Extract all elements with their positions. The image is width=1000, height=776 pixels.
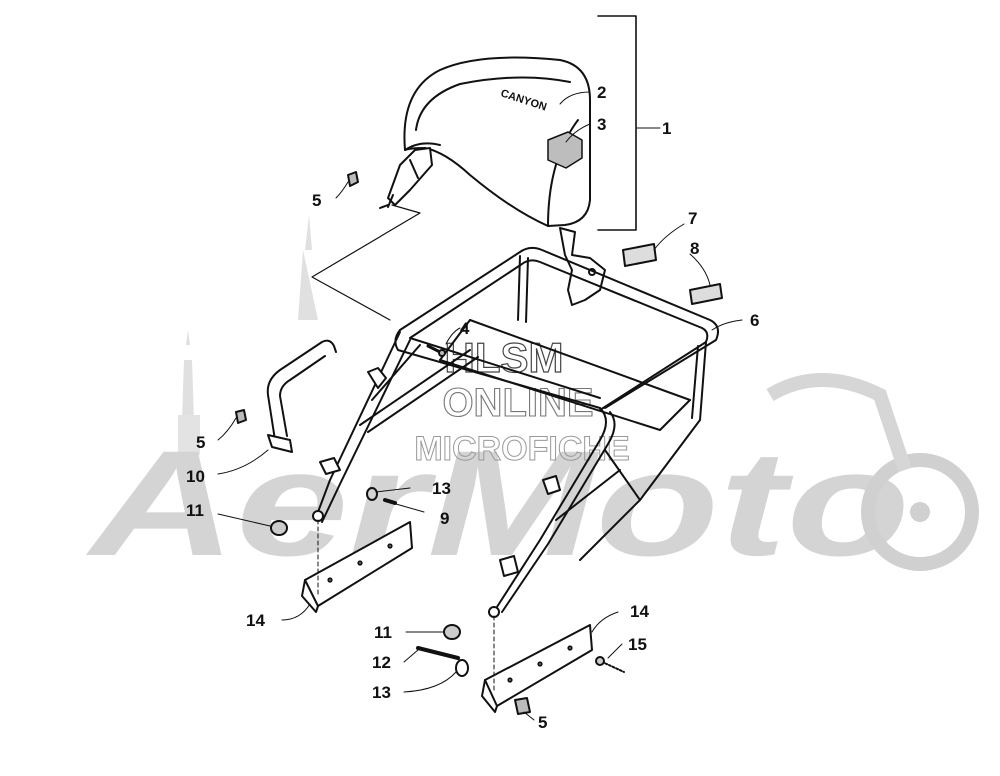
callout-11-left: 11 [186, 501, 204, 520]
callout-1: 1 [662, 119, 671, 138]
mount-plate-left [301, 521, 413, 613]
decal-3 [547, 131, 583, 169]
rack-frame [312, 246, 719, 618]
callout-14-right: 14 [630, 602, 649, 621]
callout-9: 9 [440, 509, 449, 528]
callout-6: 6 [750, 311, 759, 330]
callout-11-right: 11 [374, 623, 392, 642]
callout-12: 12 [372, 653, 391, 672]
callout-14-left: 14 [246, 611, 265, 630]
callout-13-upper: 13 [432, 479, 451, 498]
callout-3: 3 [597, 115, 606, 134]
callout-4: 4 [460, 319, 470, 338]
watermark-brand: AerMoto [85, 419, 910, 587]
watermark: AerMoto HLSM ONLINE MICROFICHE [85, 215, 979, 587]
callout-10: 10 [186, 467, 205, 486]
callouts: 1 2 3 4 5 5 5 6 7 8 9 10 11 11 12 13 13 … [186, 83, 759, 732]
callout-7: 7 [688, 209, 697, 228]
leader-plane [311, 204, 421, 321]
watermark-line2: ONLINE [442, 381, 593, 425]
callout-13-lower: 13 [372, 683, 391, 702]
callout-2: 2 [597, 83, 606, 102]
callout-5-bottom: 5 [538, 713, 547, 732]
fasteners [235, 171, 723, 715]
callout-5-upper: 5 [312, 191, 321, 210]
grab-handle [266, 339, 337, 453]
backrest-bracket-left [379, 147, 433, 209]
decal-7 [622, 243, 657, 267]
callout-5-left: 5 [196, 433, 205, 452]
leader-lines [217, 15, 743, 721]
watermark-line1: HLSM [445, 334, 564, 381]
callout-15: 15 [628, 635, 647, 654]
decal-8 [689, 283, 723, 305]
callout-8: 8 [690, 239, 699, 258]
backrest-pad: CANYON [403, 56, 591, 227]
mount-plate-right [481, 624, 593, 713]
